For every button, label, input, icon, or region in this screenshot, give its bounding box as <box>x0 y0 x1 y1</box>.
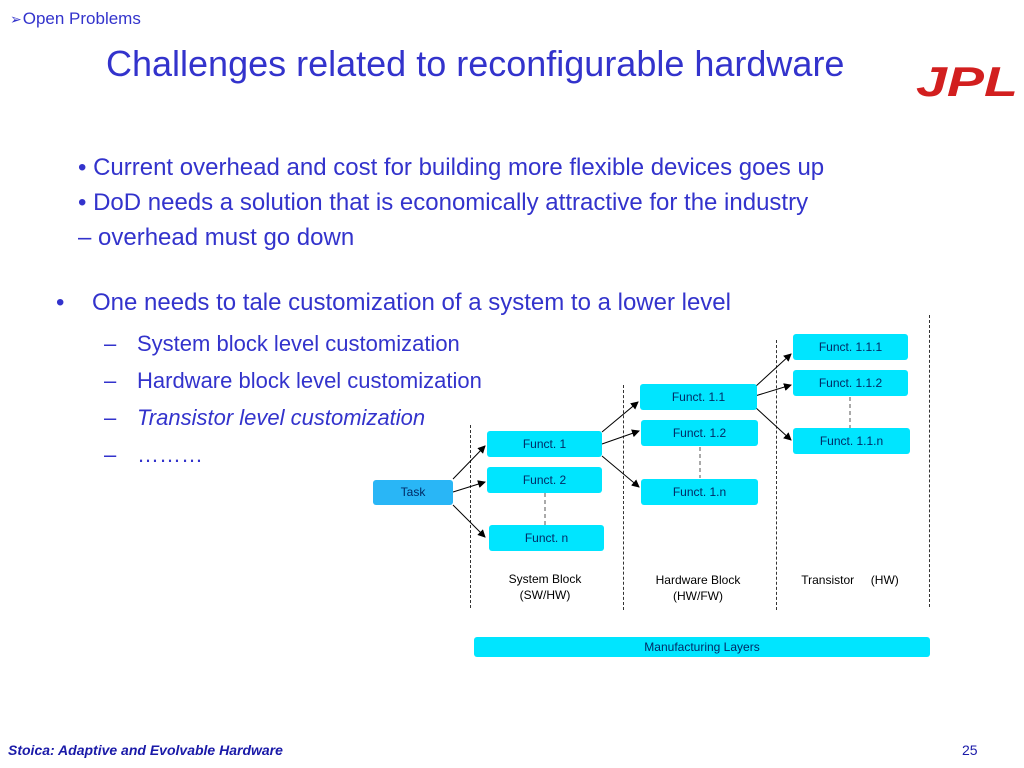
transistor-funct-box: Funct. 1.1.1 <box>793 334 908 360</box>
system-block-label-line: (SW/HW) <box>519 588 571 602</box>
slide-number: 25 <box>962 742 978 758</box>
sub-bullet-item: –Transistor level customization <box>104 405 425 431</box>
sub-bullet-item: –Hardware block level customization <box>104 368 482 394</box>
hardware-block-funct-box: Funct. 1.n <box>641 479 758 505</box>
intro-bullet-item: – overhead must go down <box>78 224 355 251</box>
main-bullet: • One needs to tale customization of a sy… <box>56 289 731 317</box>
column-divider <box>623 385 624 610</box>
section-label: ➢Open Problems <box>10 9 141 29</box>
sub-bullet-dash: – <box>104 442 117 467</box>
main-bullet-text: One needs to tale customization of a sys… <box>92 289 731 316</box>
arrow-bullet-icon: ➢ <box>10 11 22 27</box>
intro-bullet-item: • DoD needs a solution that is economica… <box>78 189 809 216</box>
sub-bullet-text: System block level customization <box>137 331 460 356</box>
transistor-funct-box: Funct. 1.1.2 <box>793 370 908 396</box>
svg-text:JPL: JPL <box>916 62 1018 102</box>
sub-bullet-dash: – <box>104 368 117 393</box>
hardware-block-label-line: Hardware Block <box>655 573 741 587</box>
manufacturing-layers-bar: Manufacturing Layers <box>474 637 930 657</box>
sub-bullet-item: –System block level customization <box>104 331 460 357</box>
sub-bullet-text: ……… <box>137 442 203 467</box>
hardware-block-funct-box: Funct. 1.2 <box>641 420 758 446</box>
transistor-label: Transistor (HW) <box>801 573 899 587</box>
task-box: Task <box>373 480 453 505</box>
intro-bullet-item: • Current overhead and cost for building… <box>78 154 825 181</box>
sub-bullet-dash: – <box>104 331 117 356</box>
hardware-block-label: Hardware Block (HW/FW) <box>638 572 758 604</box>
system-block-funct-box: Funct. 1 <box>487 431 602 457</box>
section-label-text: Open Problems <box>22 9 141 28</box>
intro-bullet-list: • Current overhead and cost for building… <box>78 150 824 255</box>
column-divider <box>929 315 930 607</box>
hardware-block-label-line: (HW/FW) <box>673 589 723 603</box>
column-divider <box>470 425 471 608</box>
column-divider <box>776 340 777 610</box>
slide-title: Challenges related to reconfigurable har… <box>106 43 845 84</box>
footer-citation: Stoica: Adaptive and Evolvable Hardware <box>8 742 283 758</box>
system-block-funct-box: Funct. n <box>489 525 604 551</box>
transistor-funct-box: Funct. 1.1.n <box>793 428 910 454</box>
bullet-dot: • <box>56 289 65 316</box>
sub-bullet-text: Transistor level customization <box>137 405 426 430</box>
hardware-block-funct-box: Funct. 1.1 <box>640 384 757 410</box>
sub-bullet-dash: – <box>104 405 117 430</box>
system-block-funct-box: Funct. 2 <box>487 467 602 493</box>
system-block-label-line: System Block <box>508 572 582 586</box>
system-block-label: System Block (SW/HW) <box>485 571 605 603</box>
sub-bullet-text: Hardware block level customization <box>137 368 482 393</box>
jpl-logo: JPL <box>916 58 1020 107</box>
sub-bullet-item: –……… <box>104 442 203 468</box>
